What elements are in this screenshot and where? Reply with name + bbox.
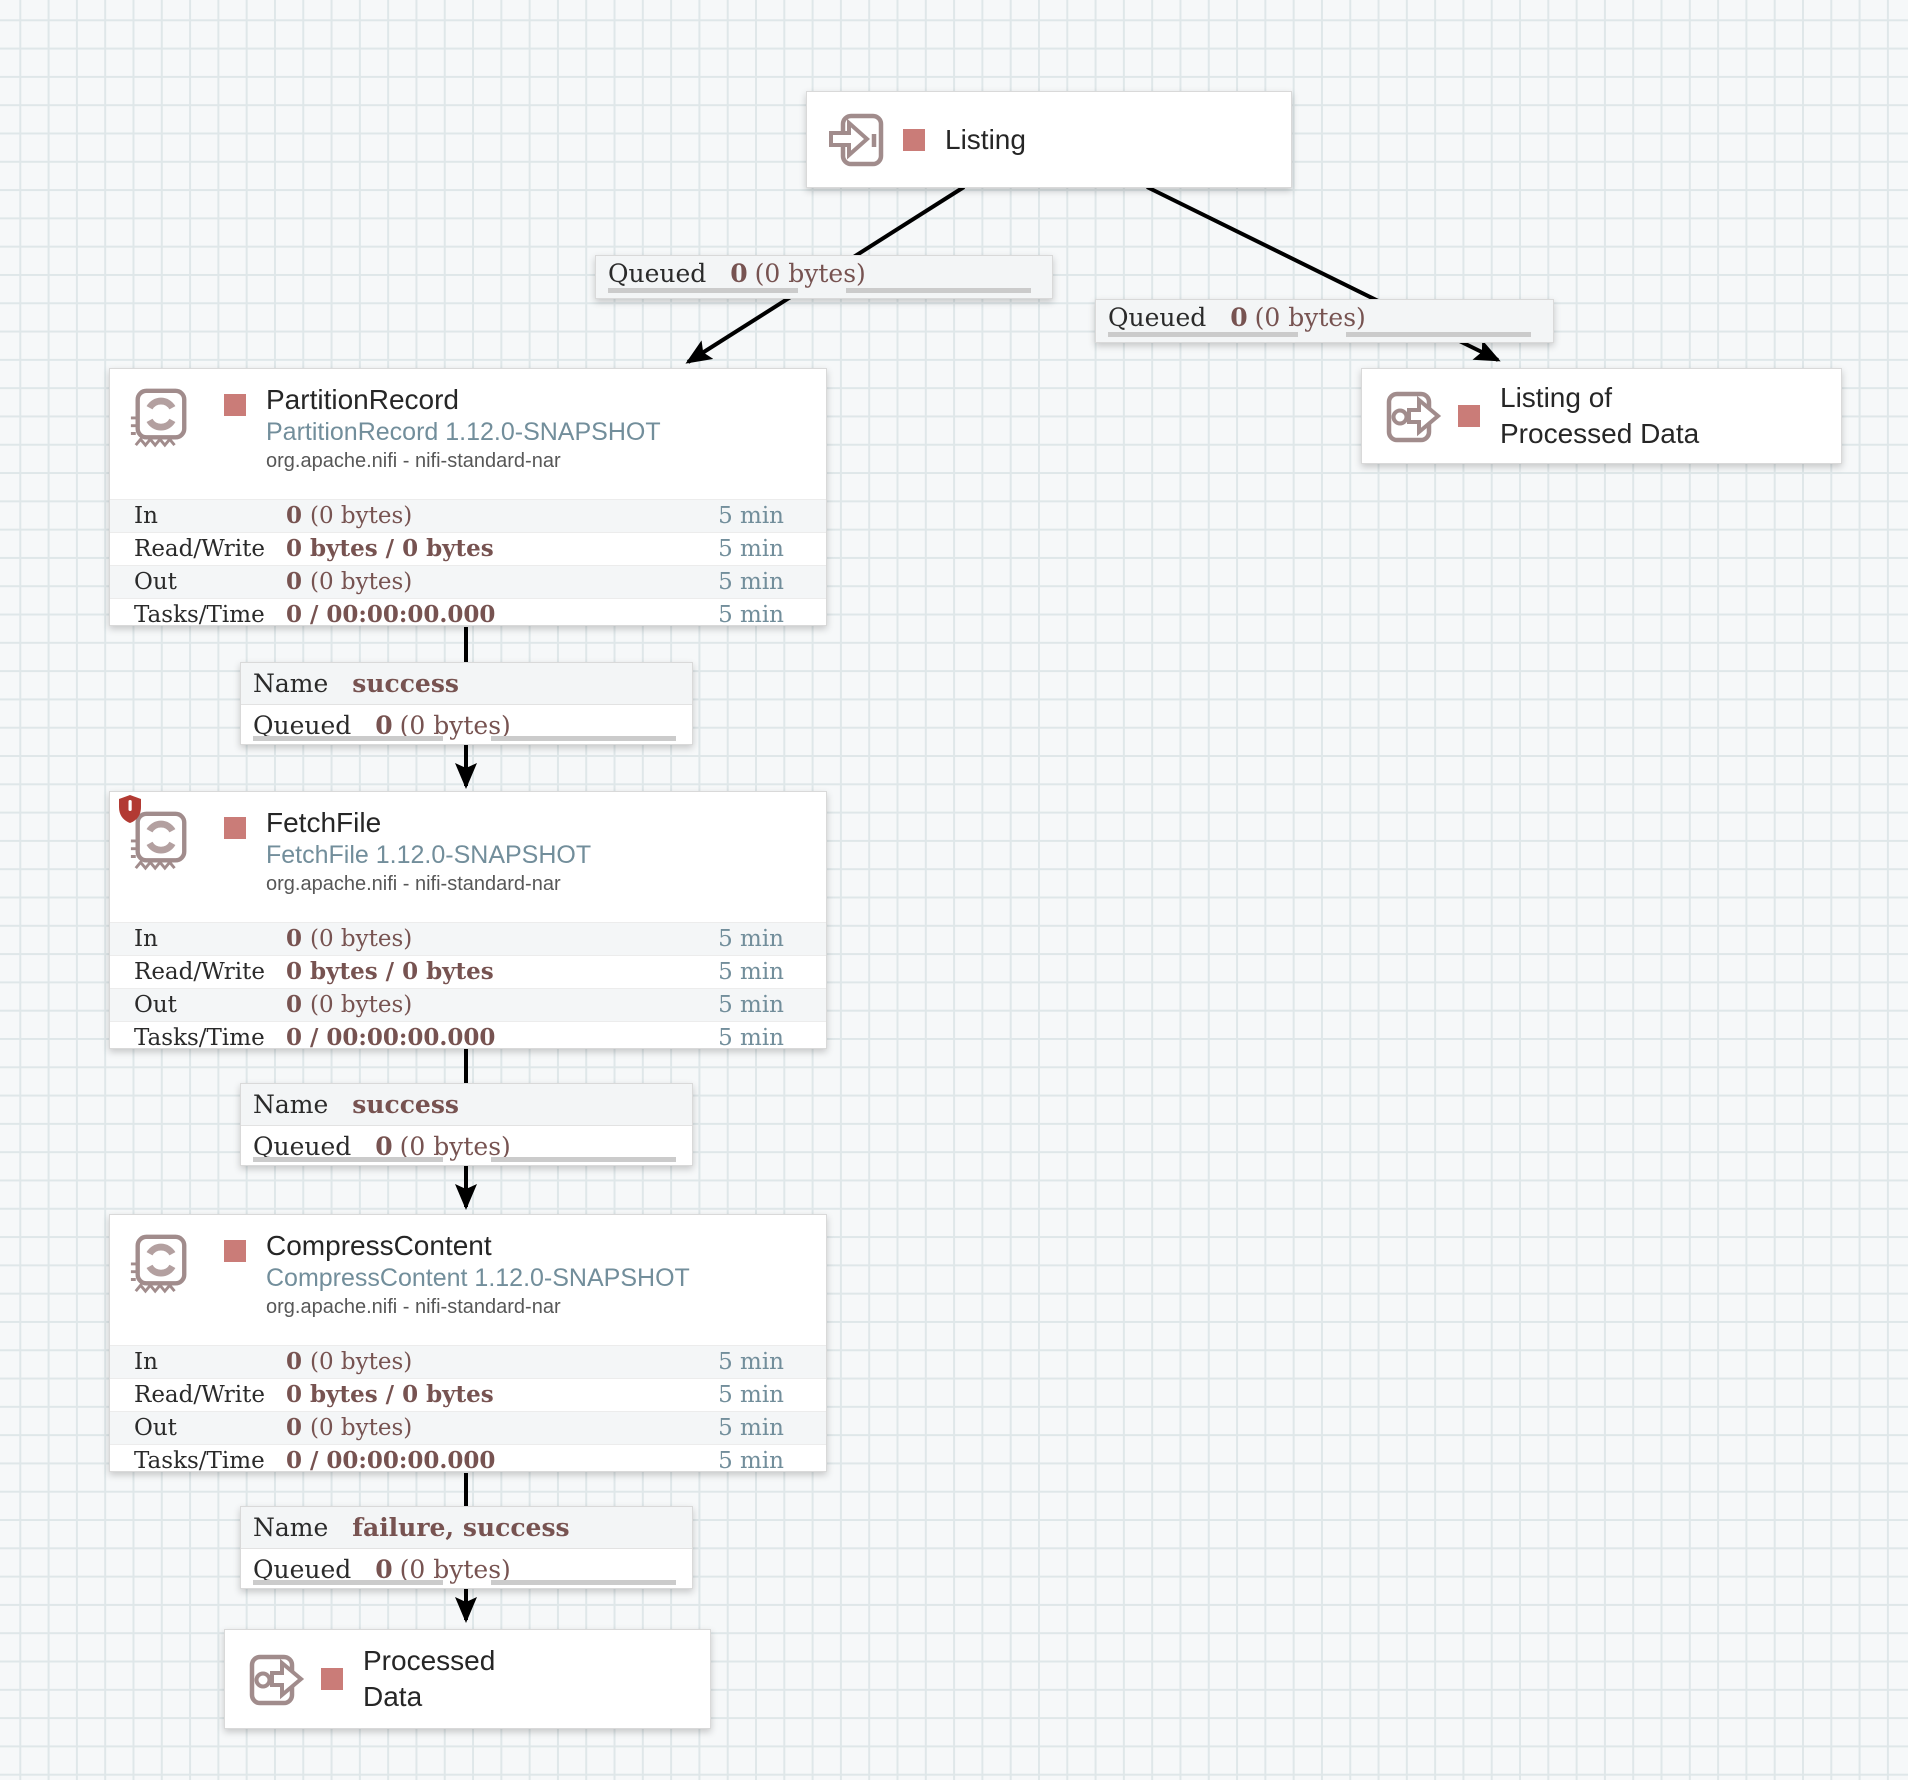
processor-fetchfile[interactable]: FetchFile FetchFile 1.12.0-SNAPSHOT org.… [109,791,827,1051]
stat-row-in: In 0(0 bytes) 5 min [110,499,826,532]
queued-value: 0(0 bytes) [730,259,866,288]
name-row: Name success [241,1084,692,1126]
processor-type-version: PartitionRecord 1.12.0-SNAPSHOT [266,418,661,446]
processor-bundle: org.apache.nifi - nifi-standard-nar [266,1296,561,1318]
stat-row-out: Out 0(0 bytes) 5 min [110,988,826,1021]
connection-label-queued[interactable]: Queued 0(0 bytes) [1095,299,1554,343]
processor-icon [130,1234,187,1294]
queued-value: 0(0 bytes) [1230,303,1366,332]
queued-size-bar [491,1157,676,1162]
queued-size-bar [846,288,1031,293]
name-row: Name failure, success [241,1507,692,1549]
stopped-status-icon [224,394,246,416]
queued-count-bar [253,1580,443,1585]
stopped-status-icon [903,128,925,151]
queued-row: Queued 0(0 bytes) [241,1549,692,1590]
queued-count-bar [1108,332,1298,337]
processor-header: CompressContent CompressContent 1.12.0-S… [110,1215,826,1345]
processor-bundle: org.apache.nifi - nifi-standard-nar [266,450,561,472]
queued-label: Queued [1108,303,1207,332]
queued-row: Queued 0(0 bytes) [241,1126,692,1167]
port-name: Listing of Processed Data [1500,382,1700,449]
processor-name: PartitionRecord [266,384,459,415]
connection-label-queued[interactable]: Queued 0(0 bytes) [595,255,1053,299]
queued-count-bar [253,1157,443,1162]
stopped-status-icon [224,1240,246,1262]
port-name: Processed Data [363,1645,496,1712]
processor-name: FetchFile [266,807,382,838]
queued-count-bar [253,736,443,741]
stat-row-read-write: Read/Write 0 bytes / 0 bytes 5 min [110,1378,826,1411]
processor-bundle: org.apache.nifi - nifi-standard-nar [266,873,561,895]
restricted-shield-icon [119,795,141,823]
processor-icon [130,388,187,448]
stat-row-tasks-time: Tasks/Time 0 / 00:00:00.000 5 min [110,1021,826,1054]
input-port-listing[interactable]: Listing [806,91,1292,188]
connection-label-success[interactable]: Name success Queued 0(0 bytes) [240,1083,693,1166]
queued-size-bar [491,736,676,741]
queued-row: Queued 0(0 bytes) [241,705,692,746]
connection-label-failure-success[interactable]: Name failure, success Queued 0(0 bytes) [240,1506,693,1589]
stat-row-in: In 0(0 bytes) 5 min [110,1345,826,1378]
stopped-status-icon [224,817,246,839]
stat-row-out: Out 0(0 bytes) 5 min [110,1411,826,1444]
stat-row-tasks-time: Tasks/Time 0 / 00:00:00.000 5 min [110,598,826,631]
port-name: Listing [945,123,1026,155]
stat-row-out: Out 0(0 bytes) 5 min [110,565,826,598]
queued-size-bar [491,1580,676,1585]
queued-label: Queued [608,259,707,288]
stopped-status-icon [321,1668,343,1690]
connection-label-success[interactable]: Name success Queued 0(0 bytes) [240,662,693,745]
processor-name: CompressContent [266,1230,492,1261]
processor-partitionrecord[interactable]: PartitionRecord PartitionRecord 1.12.0-S… [109,368,827,628]
name-row: Name success [241,663,692,705]
processor-compresscontent[interactable]: CompressContent CompressContent 1.12.0-S… [109,1214,827,1474]
queued-size-bar [1346,332,1531,337]
processor-type-version: CompressContent 1.12.0-SNAPSHOT [266,1264,690,1292]
processor-header: PartitionRecord PartitionRecord 1.12.0-S… [110,369,826,499]
input-port-icon [829,113,884,166]
stopped-status-icon [1458,405,1480,427]
processor-header: FetchFile FetchFile 1.12.0-SNAPSHOT org.… [110,792,826,922]
stat-row-read-write: Read/Write 0 bytes / 0 bytes 5 min [110,955,826,988]
processor-type-version: FetchFile 1.12.0-SNAPSHOT [266,841,592,869]
queued-count-bar [608,288,798,293]
output-port-processed-data[interactable]: Processed Data [224,1629,711,1729]
stat-row-read-write: Read/Write 0 bytes / 0 bytes 5 min [110,532,826,565]
output-port-icon [1386,391,1442,443]
stat-row-tasks-time: Tasks/Time 0 / 00:00:00.000 5 min [110,1444,826,1477]
processor-icon [130,811,187,871]
output-port-icon [249,1654,305,1706]
stat-row-in: In 0(0 bytes) 5 min [110,922,826,955]
output-port-listing-of-processed-data[interactable]: Listing of Processed Data [1361,368,1842,464]
